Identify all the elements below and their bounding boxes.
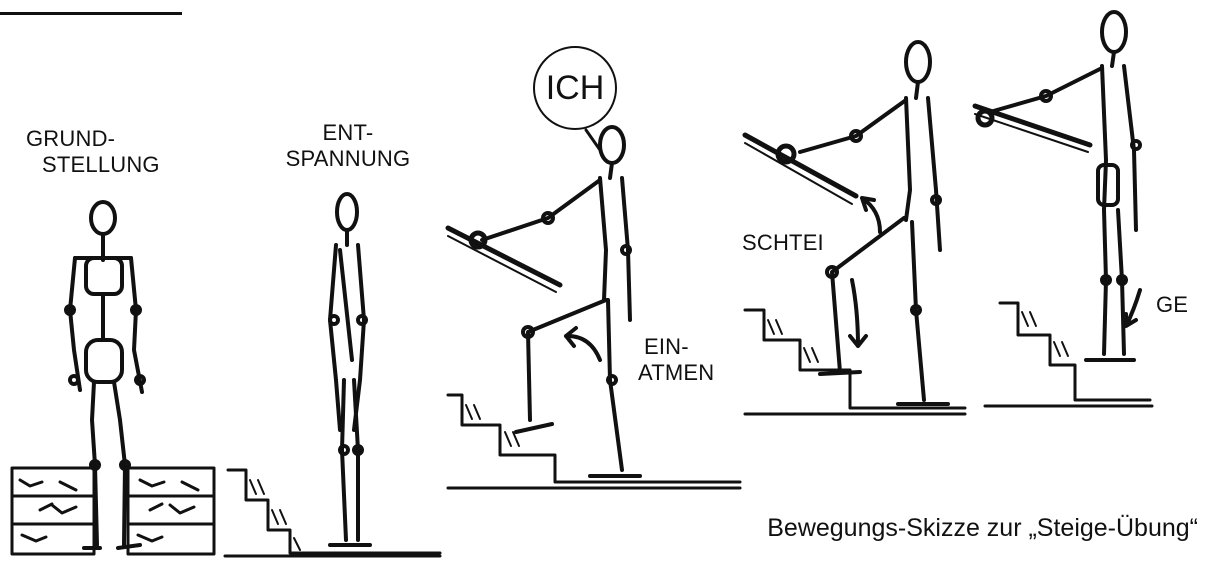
label-einatmen: EIN- ATMEN (638, 334, 748, 386)
ich-bubble: ICH (533, 46, 617, 130)
figure-einatmen (482, 127, 640, 476)
label-grundstellung-line2: STELLUNG (18, 152, 168, 178)
arrow-up-schtei (862, 198, 880, 232)
label-entspannung: ENT- SPANNUNG (268, 120, 428, 172)
figure-caption: Bewegungs-Skizze zur „Steige-Übung“ (767, 514, 1198, 543)
label-entspannung-line2: SPANNUNG (268, 146, 428, 172)
arrow-down-schtei (850, 280, 866, 346)
label-einatmen-line2: ATMEN (638, 360, 748, 386)
railing-5 (975, 106, 1090, 152)
label-schtei: SCHTEI (742, 230, 852, 256)
figure-entspannung (330, 194, 370, 545)
figure-ge (990, 12, 1140, 360)
figure-schtei (800, 42, 948, 404)
crate-right (128, 468, 214, 554)
stairs-4 (745, 310, 965, 414)
label-grundstellung: GRUND- STELLUNG (18, 126, 168, 178)
label-grundstellung-line1: GRUND- (18, 126, 168, 152)
railing-3 (448, 228, 560, 292)
railing-4 (745, 135, 856, 204)
crate-left (12, 468, 94, 554)
ich-pointer (586, 130, 600, 150)
arrow-einatmen (566, 328, 600, 360)
arrow-down-ge (1126, 290, 1140, 326)
label-ge: GE (1156, 292, 1206, 318)
label-einatmen-line1: EIN- (638, 334, 748, 360)
label-entspannung-line1: ENT- (268, 120, 428, 146)
ich-bubble-text: ICH (546, 69, 605, 108)
